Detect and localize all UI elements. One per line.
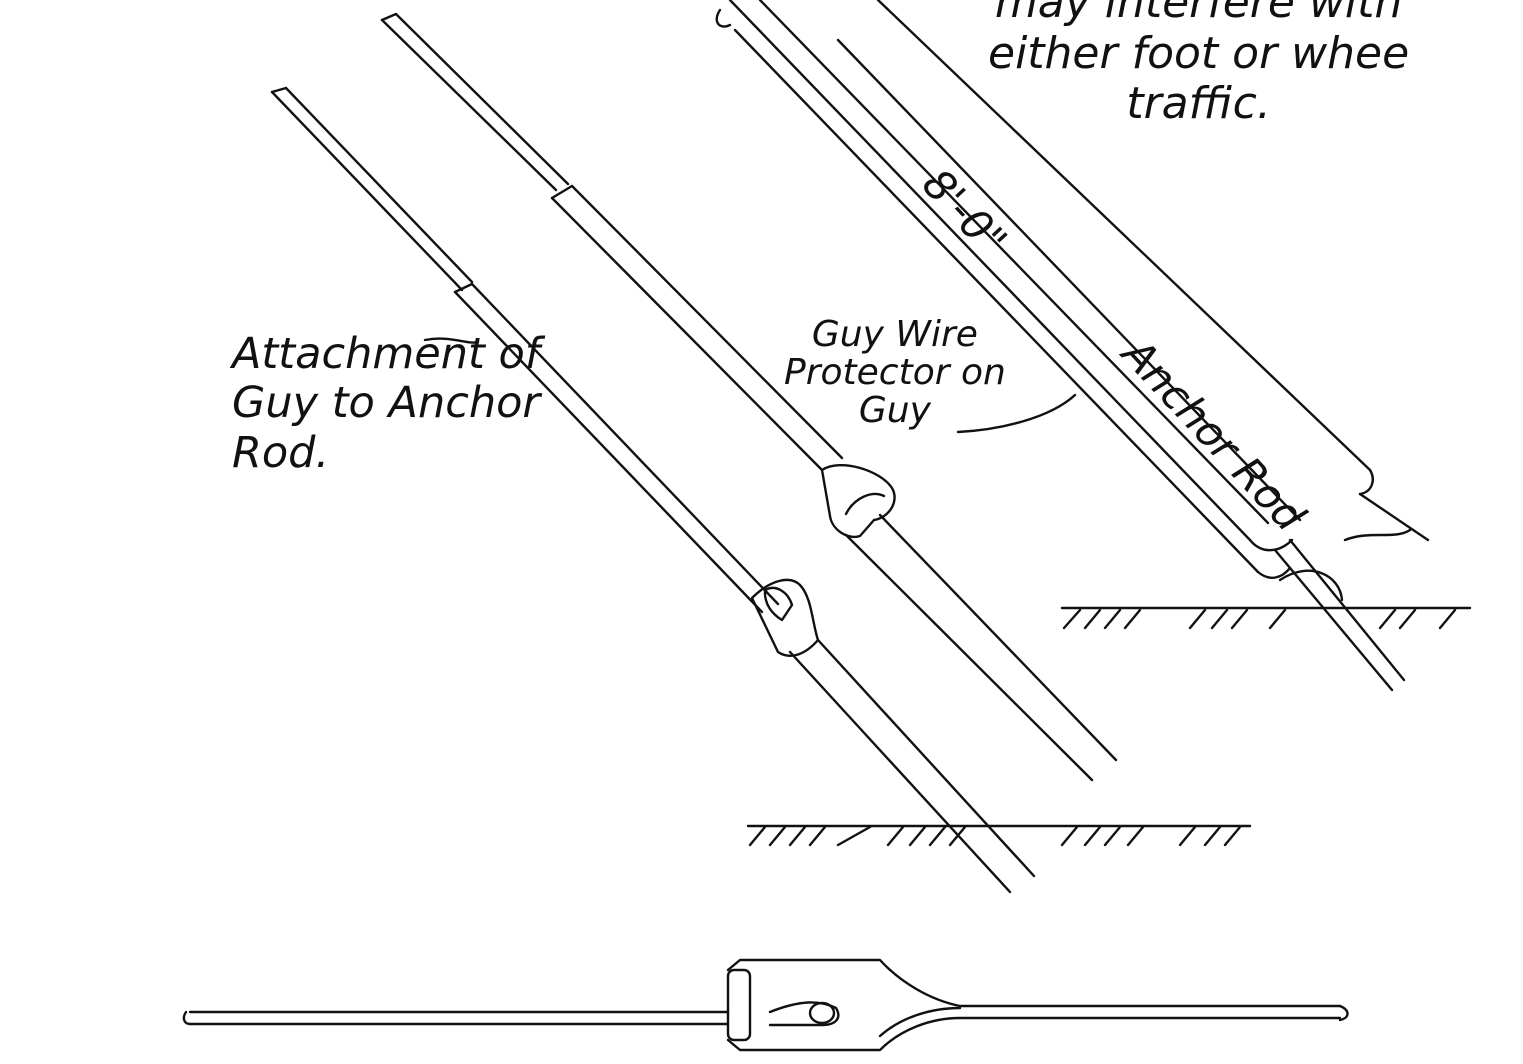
bottom-assembly: [182, 958, 1349, 1052]
attachment-leader: [423, 337, 480, 344]
middle-guy-protector: [380, 12, 1118, 782]
left-guy-attachment: [270, 86, 1252, 894]
protector-leader: [956, 393, 1077, 434]
right-protector-assembly: [715, 0, 1472, 692]
note-text: may interfere with either foot or whee t…: [988, 0, 1410, 130]
protector-label: Guy Wire Protector on Guy: [784, 314, 1006, 431]
attachment-label: Attachment of Guy to Anchor Rod.: [232, 329, 541, 478]
